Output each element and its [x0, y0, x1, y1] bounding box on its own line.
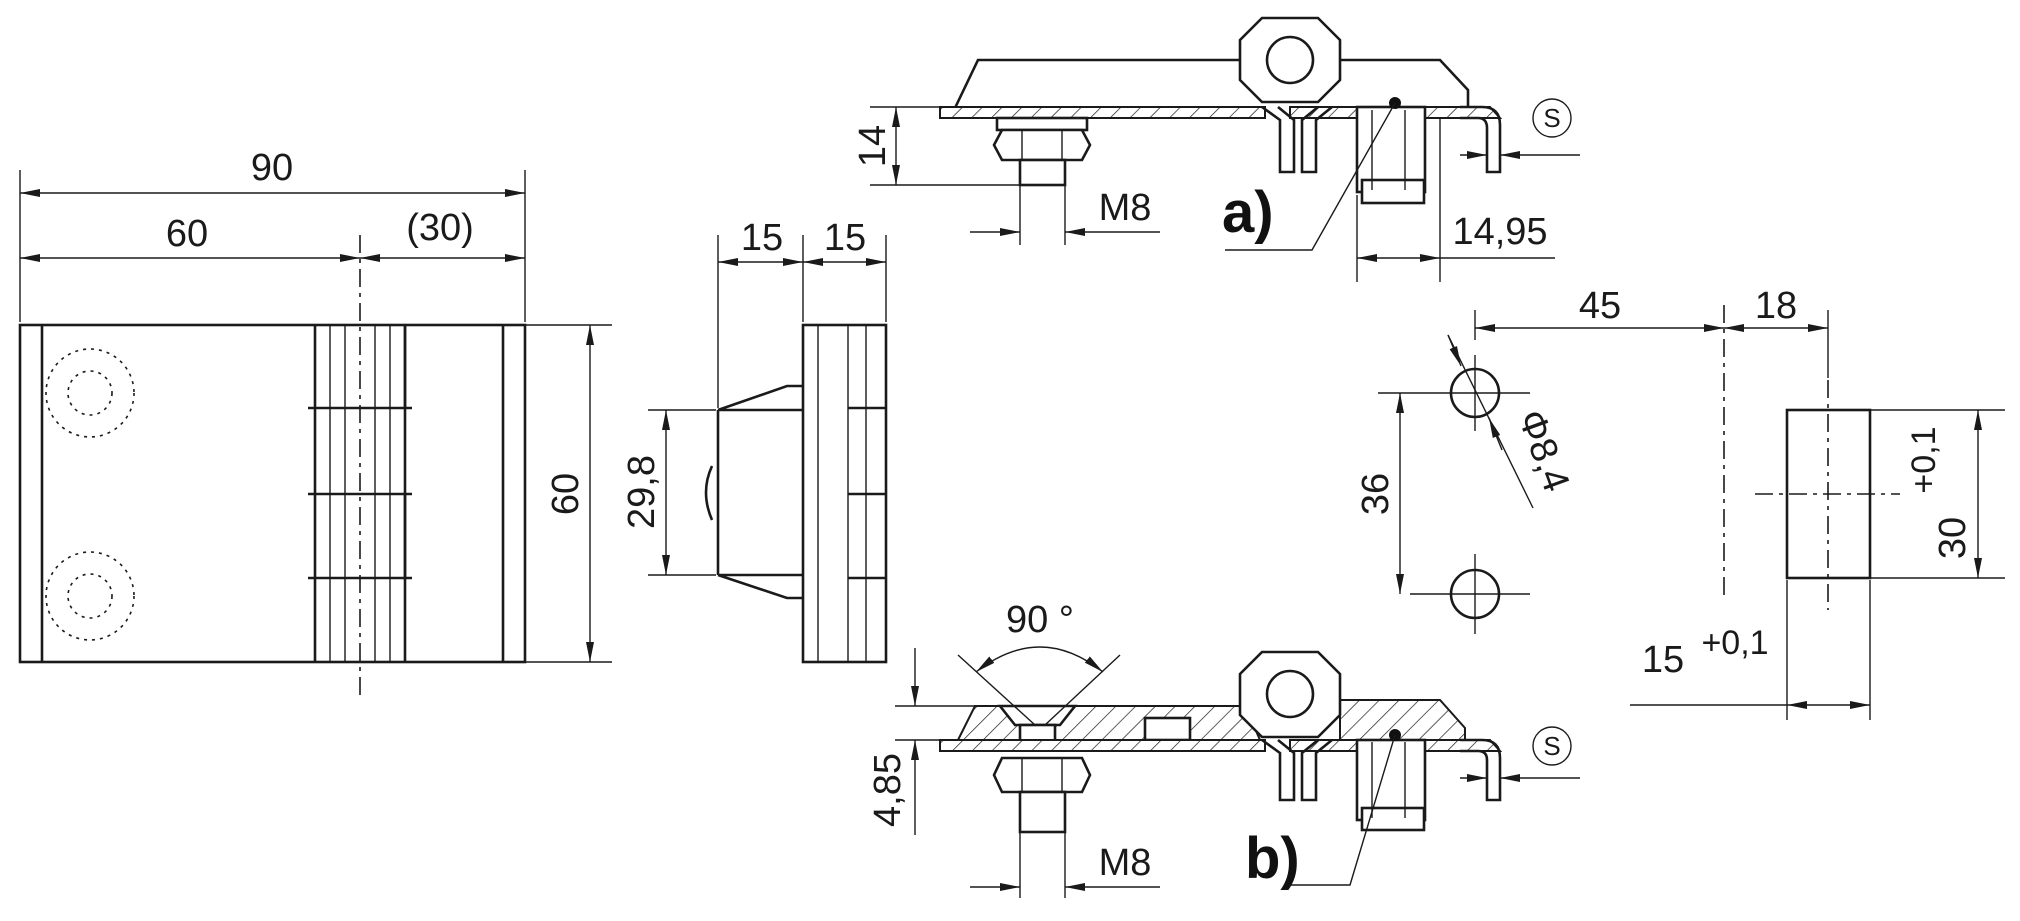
- hole-pattern: 36 45 Φ8,4: [1355, 285, 1724, 634]
- side-view: 15 15 29,8: [621, 217, 888, 664]
- dim-side-width-1: 15: [741, 217, 783, 259]
- dim-thickness-b: 4,85: [867, 753, 909, 827]
- dim-height: 60: [545, 473, 587, 515]
- dim-cutout-height-tolerance: +0,1: [1905, 426, 1943, 493]
- screw-hole-upper: [45, 348, 135, 438]
- dim-cutout-offset: 18: [1755, 285, 1797, 327]
- section-a: a) 14 M8 14,95 S: [852, 16, 1580, 282]
- mounting-plate-b: [939, 739, 1266, 752]
- mounting-plate-a: [939, 106, 1266, 119]
- dim-latch-height: 29,8: [621, 455, 663, 529]
- dim-hole-spacing: 36: [1355, 473, 1397, 515]
- screw-hole-lower: [45, 551, 135, 641]
- dim-cutout-width: 15: [1642, 639, 1684, 681]
- dim-overall-width: 90: [251, 147, 293, 189]
- dim-cutout-height: 30: [1932, 517, 1974, 559]
- dim-side-width-2: 15: [824, 217, 866, 259]
- symbol-s-b: S: [1543, 731, 1560, 761]
- section-b: b) 90 ° 4,85 M8 S: [867, 599, 1580, 898]
- dim-offset-a: 14,95: [1452, 211, 1547, 253]
- front-view: 90 60 (30) 60: [18, 147, 612, 695]
- thread-size-a: M8: [1099, 187, 1152, 229]
- hinge-outline: [18, 323, 527, 664]
- dim-right-leaf: (30): [406, 207, 474, 249]
- dim-cutout-width-tolerance: +0,1: [1701, 624, 1768, 662]
- thread-size-b: M8: [1099, 842, 1152, 884]
- dim-hole-to-axis: 45: [1579, 285, 1621, 327]
- label-variant-a: a): [1222, 180, 1274, 245]
- countersink-angle: 90 °: [1006, 599, 1074, 641]
- label-variant-b: b): [1245, 826, 1300, 891]
- hole-diameter: Φ8,4: [1509, 405, 1577, 498]
- dim-left-leaf: 60: [166, 213, 208, 255]
- symbol-s-a: S: [1543, 103, 1560, 133]
- dim-thickness-a: 14: [852, 125, 894, 167]
- cutout-profile: 18 30 +0,1 15 +0,1: [1630, 285, 2005, 720]
